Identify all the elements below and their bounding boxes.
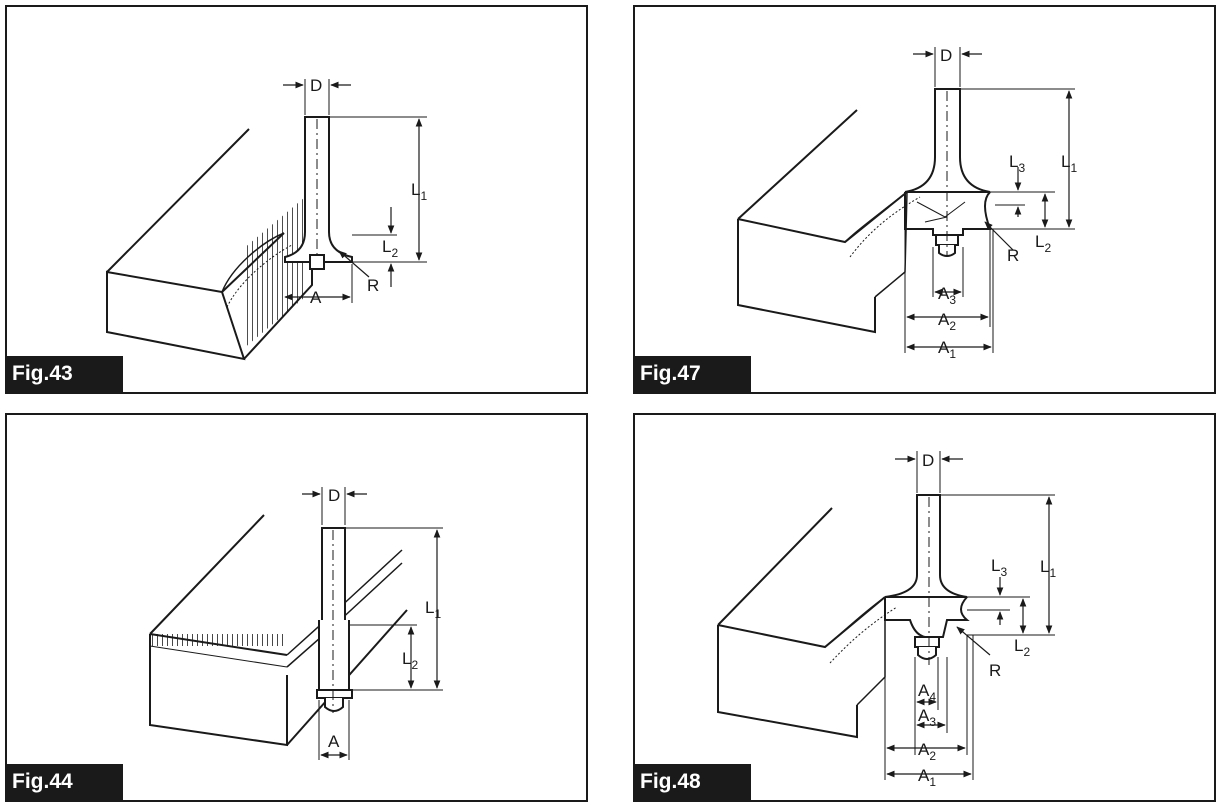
- bit-shank: [884, 494, 968, 598]
- fig48-drawing: D L1 L3 L2 R A4 A3 A2 A1: [717, 451, 1056, 789]
- dim-A: A: [310, 288, 322, 307]
- dim-L1: L1: [425, 598, 441, 621]
- dim-L2: L2: [1014, 636, 1030, 659]
- figure-panel-44: D L1 L2 A Fig.44: [5, 413, 588, 802]
- dim-A3: A3: [918, 706, 936, 729]
- fig47-drawing: D L1 L3 L2 R A3 A2 A1: [737, 46, 1077, 361]
- dim-A: A: [328, 732, 340, 751]
- dim-R: R: [989, 661, 1001, 680]
- dim-A3: A3: [938, 284, 956, 307]
- dim-D: D: [922, 451, 934, 470]
- workpiece-outline: [149, 514, 288, 747]
- dim-L1: L1: [1040, 557, 1056, 580]
- figure-label-48: Fig.48: [635, 764, 751, 800]
- fig43-drawing: D L1 L2 R A: [106, 76, 427, 361]
- dim-R: R: [367, 276, 379, 295]
- dim-R: R: [1007, 246, 1019, 265]
- dim-D: D: [328, 486, 340, 505]
- dim-A1: A1: [938, 338, 956, 361]
- dim-L2: L2: [1035, 232, 1051, 255]
- figure-panel-43: D L1 L2 R A Fig.43: [5, 5, 588, 394]
- fig44-drawing: D L1 L2 A: [149, 486, 443, 760]
- figure-panel-47: D L1 L3 L2 R A3 A2 A1 Fig.47: [633, 5, 1216, 394]
- dim-A4: A4: [918, 681, 936, 704]
- dim-L2: L2: [382, 237, 398, 260]
- dim-L3: L3: [1009, 152, 1025, 175]
- workpiece-outline: [737, 109, 908, 334]
- figure-label-44: Fig.44: [7, 764, 123, 800]
- dim-L2: L2: [402, 649, 418, 672]
- dim-D: D: [940, 46, 952, 65]
- workpiece-outline: [106, 128, 250, 361]
- dim-L1: L1: [411, 180, 427, 203]
- figure-label-43: Fig.43: [7, 356, 123, 392]
- dim-A2: A2: [918, 740, 936, 763]
- dim-L1: L1: [1061, 152, 1077, 175]
- dim-A1: A1: [918, 766, 936, 789]
- dim-D: D: [310, 76, 322, 95]
- figure-panel-48: D L1 L3 L2 R A4 A3 A2 A1 Fig.48: [633, 413, 1216, 802]
- dim-A2: A2: [938, 310, 956, 333]
- dim-L3: L3: [991, 556, 1007, 579]
- figure-label-47: Fig.47: [635, 356, 751, 392]
